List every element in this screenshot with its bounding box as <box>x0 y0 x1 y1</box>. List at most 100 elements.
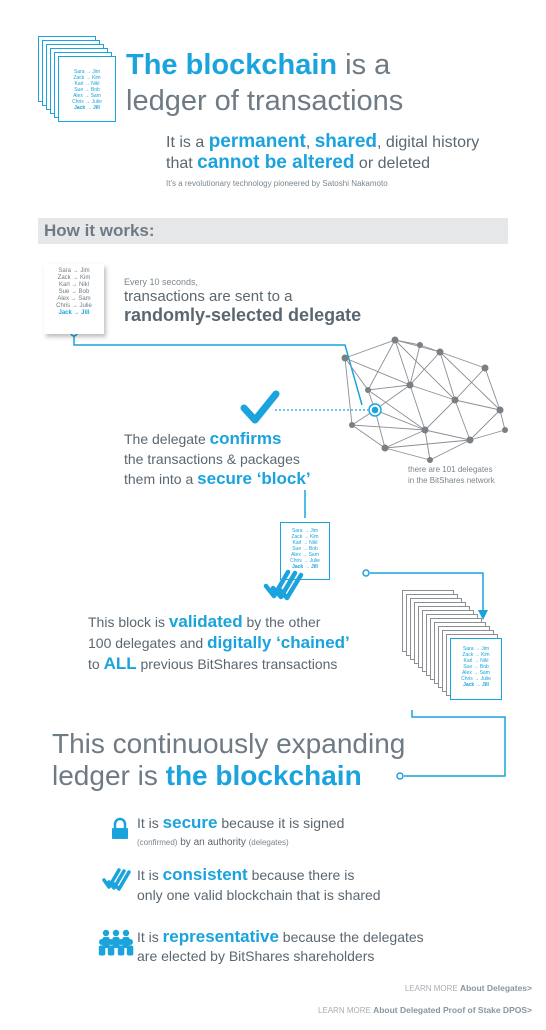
doc-line: Sara → Jim <box>73 69 101 75</box>
page-title-line2: ledger of transactions <box>126 85 404 117</box>
doc-line: Chris → Julie <box>72 99 102 105</box>
doc-line: Zack → Kim <box>291 534 319 540</box>
highlight-secure: secure <box>162 813 218 832</box>
step1-line3: randomly-selected delegate <box>124 305 362 325</box>
step1-line1: Every 10 seconds, <box>124 277 199 287</box>
doc-line: Sara → Jim <box>291 528 319 534</box>
subtitle-text: , <box>305 134 315 151</box>
doc-line: Jack → Jill <box>58 310 90 316</box>
feature-text: because it is signed <box>217 815 345 831</box>
feature-text: because there is <box>247 867 355 883</box>
conclusion-line1: This continuously expanding <box>52 728 406 759</box>
learn-more-delegates-link[interactable]: LEARN MORE About Delegates> <box>405 983 532 993</box>
step2-text: The delegate <box>124 431 210 447</box>
subtitle-text: that <box>166 155 198 172</box>
step2-line2: the transactions & packages <box>124 451 300 467</box>
doc-line: Alex → Sam <box>291 552 319 558</box>
link-label: About Delegated Proof of Stake DPOS> <box>373 1005 532 1015</box>
subtitle-text: or deleted <box>354 155 431 172</box>
feature-consistent-line1: It is consistent because there is <box>137 865 354 885</box>
doc-line: Sue → Bob <box>292 546 318 552</box>
step3-line1: This block is validated by the other <box>88 612 320 632</box>
title-highlight: The blockchain <box>126 49 338 81</box>
feature-secure-line1: It is secure because it is signed <box>137 813 344 833</box>
step1-line2: transactions are sent to a <box>124 288 293 305</box>
learn-more-dpos-link[interactable]: LEARN MORE About Delegated Proof of Stak… <box>318 1005 532 1015</box>
doc-line: Alex → Sam <box>462 670 490 676</box>
multi-check-icon <box>263 569 304 601</box>
step3-line2: 100 delegates and digitally ‘chained’ <box>88 633 350 653</box>
doc-line: Sue → Bob <box>463 664 489 670</box>
step2-text: them into a <box>124 471 198 487</box>
conclusion-line2: ledger is the blockchain <box>52 759 362 792</box>
link-prefix: LEARN MORE <box>404 984 460 993</box>
feature-text: It is <box>137 815 163 831</box>
step3-text: by the other <box>242 614 321 630</box>
document-stack-icon: Sara → Jim Zack → Kim Karl → Nikl Sue → … <box>38 36 118 126</box>
link-prefix: LEARN MORE <box>317 1006 374 1015</box>
lock-icon <box>112 817 128 839</box>
highlight-the-blockchain: the blockchain <box>165 760 362 791</box>
highlight-secure-block: secure ‘block’ <box>197 469 311 488</box>
doc-line: Jack → Jill <box>74 105 100 111</box>
subtitle-text: , digital history <box>377 134 480 151</box>
feature-text: (delegates) <box>248 838 289 847</box>
step2-line1: The delegate confirms <box>124 429 281 449</box>
doc-line: Zack → Kim <box>73 75 101 81</box>
step3-text: 100 delegates and <box>88 635 208 651</box>
highlight-validated: validated <box>168 612 243 631</box>
highlight-permanent: permanent <box>208 131 306 152</box>
doc-line: Chris → Julie <box>461 676 491 682</box>
doc-line: Karl → Nikl <box>463 658 489 664</box>
checkmark-icon <box>240 390 280 424</box>
blockchain-stack-icon: Sara → Jim Zack → Kim Karl → Nikl Sue → … <box>402 590 512 710</box>
feature-text: (confirmed) <box>137 838 178 847</box>
doc-line: Sue → Bob <box>74 87 100 93</box>
subtitle-text: It is a <box>166 134 209 151</box>
network-note-line1: there are 101 delegates <box>408 465 493 474</box>
feature-text: It is <box>137 867 163 883</box>
doc-line: Zack → Kim <box>462 652 490 658</box>
transactions-document-icon: Sara → Jim Zack → Kim Karl → Nikl Sue → … <box>44 264 104 334</box>
multi-check-icon <box>102 868 131 891</box>
title-text: is a <box>337 49 391 81</box>
feature-representative-line1: It is representative because the delegat… <box>137 927 424 947</box>
step3-text: to <box>88 656 104 672</box>
doc-line: Chris → Julie <box>290 558 320 564</box>
doc-line: Sara → Jim <box>462 646 490 652</box>
doc-line: Karl → Nikl <box>74 81 100 87</box>
highlight-chained: digitally ‘chained’ <box>207 633 350 652</box>
highlight-confirms: confirms <box>209 429 282 448</box>
doc-line: Karl → Nikl <box>292 540 318 546</box>
highlight-cannot-be-altered: cannot be altered <box>197 152 355 173</box>
step3-text: previous BitShares transactions <box>136 656 338 672</box>
doc-line: Jack → Jill <box>292 564 318 570</box>
doc-line: Sara → Jim <box>58 268 90 274</box>
header-note: It's a revolutionary technology pioneere… <box>166 179 388 188</box>
feature-consistent-line2: only one valid blockchain that is shared <box>137 887 381 903</box>
highlight-representative: representative <box>162 927 279 946</box>
link-label: About Delegates> <box>459 983 532 993</box>
feature-representative-line2: are elected by BitShares shareholders <box>137 948 375 964</box>
step3-line3: to ALL previous BitShares transactions <box>88 654 337 674</box>
doc-line: Chris → Julie <box>56 303 92 309</box>
feature-secure-line2: (confirmed) by an authority (delegates) <box>137 833 289 852</box>
doc-line: Alex → Sam <box>73 93 101 99</box>
highlight-all: ALL <box>103 654 137 673</box>
doc-line: Zack → Kim <box>57 275 91 281</box>
doc-line: Jack → Jill <box>463 682 489 688</box>
subtitle-line2: that cannot be altered or deleted <box>166 152 430 174</box>
section-header-bar: How it works: <box>38 218 508 244</box>
step2-line3: them into a secure ‘block’ <box>124 469 311 489</box>
subtitle-line1: It is a permanent, shared, digital histo… <box>166 131 479 153</box>
feature-text: by an authority <box>177 837 249 848</box>
highlight-consistent: consistent <box>162 865 248 884</box>
page-title: The blockchain is a <box>126 48 390 82</box>
conclusion-text: ledger is <box>52 760 166 791</box>
doc-line: Alex → Sam <box>57 296 91 302</box>
network-note-line2: in the BitShares network <box>408 476 495 485</box>
people-icon <box>98 929 134 956</box>
step3-text: This block is <box>88 614 169 630</box>
doc-line: Sue → Bob <box>58 289 90 295</box>
